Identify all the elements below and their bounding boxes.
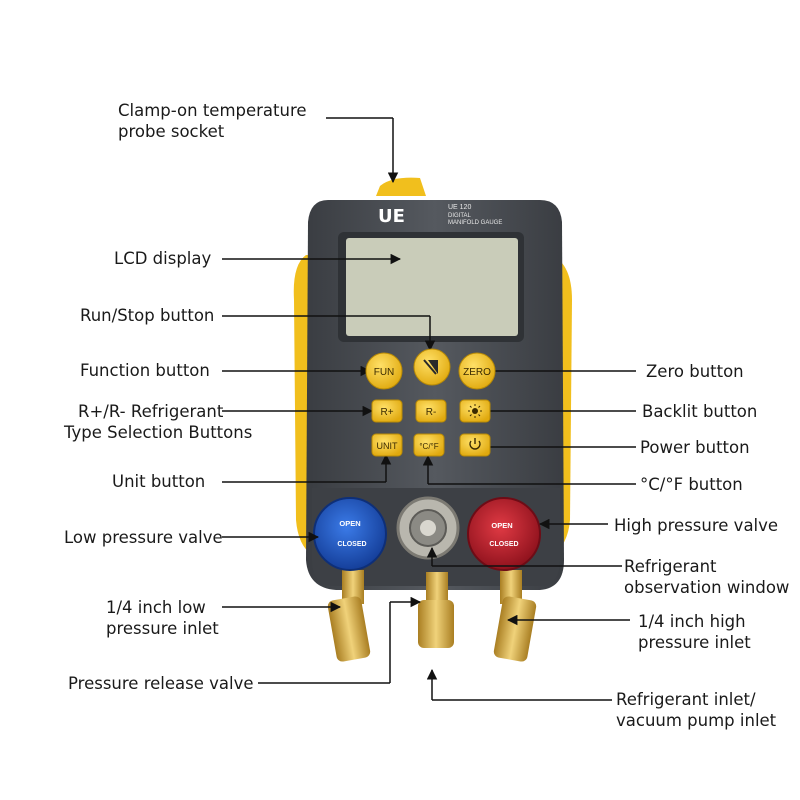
right-inlet-fitting (493, 570, 537, 662)
unit-button[interactable]: UNIT (371, 433, 403, 457)
unit-label: UNIT (377, 441, 398, 451)
low-valve-open-label: OPEN (339, 519, 360, 528)
sun-icon (468, 404, 482, 418)
label-backlit: Backlit button (642, 402, 758, 421)
label-high-valve: High pressure valve (614, 516, 779, 535)
run-stop-icon (423, 359, 438, 375)
lcd-screen (346, 238, 518, 336)
high-valve-open-label: OPEN (491, 521, 512, 530)
low-valve-closed-label: CLOSED (337, 541, 366, 548)
r-plus-button[interactable]: R+ (371, 399, 403, 423)
label-lcd-display: LCD display (114, 249, 212, 268)
r-plus-label: R+ (380, 407, 393, 418)
label-high-inlet: 1/4 inch high pressure inlet (638, 611, 788, 653)
left-inlet-fitting (327, 570, 371, 662)
cf-button[interactable]: °C/°F (413, 433, 445, 457)
label-high-inlet-line2: pressure inlet (638, 633, 751, 652)
label-clamp-probe-line2: probe socket (118, 122, 225, 141)
r-minus-label: R- (426, 407, 437, 418)
label-function: Function button (80, 361, 210, 380)
label-power: Power button (640, 438, 750, 457)
label-clamp-probe: Clamp-on temperature probe socket (118, 100, 318, 142)
label-release-valve: Pressure release valve (68, 674, 254, 693)
label-run-stop: Run/Stop button (80, 306, 215, 325)
label-refrigerant-inlet: Refrigerant inlet/ vacuum pump inlet (616, 689, 796, 731)
subtitle-line1: DIGITAL (448, 213, 472, 219)
label-low-inlet: 1/4 inch low pressure inlet (106, 597, 236, 639)
label-unit: Unit button (112, 472, 206, 491)
power-icon (469, 438, 481, 450)
r-minus-button[interactable]: R- (415, 399, 447, 423)
model-label: UE 120 (448, 204, 471, 211)
label-cf: °C/°F button (640, 475, 743, 494)
top-cap (376, 177, 426, 196)
center-inlet-fitting (418, 572, 454, 648)
label-refrigerant-inlet-line1: Refrigerant inlet/ (616, 690, 756, 709)
run-stop-button[interactable] (413, 348, 451, 386)
label-refrigerant-line1: R+/R- Refrigerant (78, 402, 224, 421)
label-low-inlet-line1: 1/4 inch low (106, 598, 206, 617)
fun-button[interactable]: FUN (365, 352, 403, 390)
label-zero: Zero button (646, 362, 744, 381)
label-clamp-probe-line1: Clamp-on temperature (118, 101, 307, 120)
brand-logo: UE (378, 206, 405, 227)
backlight-button[interactable] (459, 399, 491, 423)
high-valve-closed-label: CLOSED (489, 541, 518, 548)
label-observation-line1: Refrigerant (624, 557, 717, 576)
label-observation: Refrigerant observation window (624, 556, 794, 598)
label-high-inlet-line1: 1/4 inch high (638, 612, 746, 631)
zero-button[interactable]: ZERO (458, 352, 496, 390)
label-refrigerant-select: R+/R- Refrigerant Type Selection Buttons (64, 401, 264, 443)
high-pressure-valve-knob[interactable] (467, 497, 541, 571)
low-pressure-valve-knob[interactable] (313, 497, 387, 571)
power-button[interactable] (459, 433, 491, 457)
label-refrigerant-line2: Type Selection Buttons (64, 423, 253, 442)
fun-button-label: FUN (374, 367, 395, 378)
label-low-valve: Low pressure valve (64, 528, 223, 547)
label-refrigerant-inlet-line2: vacuum pump inlet (616, 711, 777, 730)
observation-window (396, 496, 460, 560)
label-low-inlet-line2: pressure inlet (106, 619, 219, 638)
callout-lines (222, 117, 636, 701)
cf-label: °C/°F (419, 442, 438, 451)
subtitle-line2: MANIFOLD GAUGE (448, 220, 502, 226)
zero-button-label: ZERO (463, 367, 491, 378)
label-observation-line2: observation window (624, 578, 790, 597)
